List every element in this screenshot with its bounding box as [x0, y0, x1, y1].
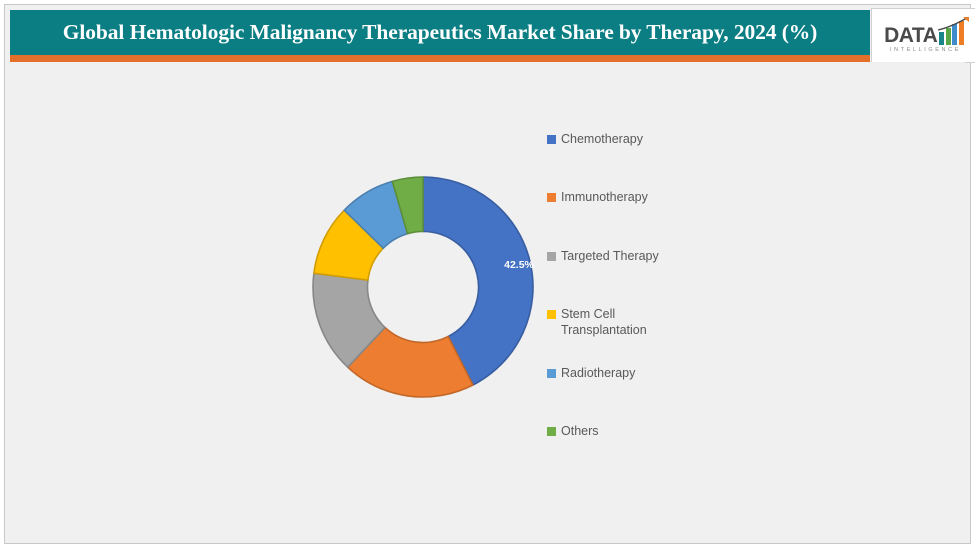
page-frame: Global Hematologic Malignancy Therapeuti…	[4, 4, 975, 544]
donut-slice[interactable]	[422, 176, 534, 386]
slice-data-label: 42.5%	[504, 259, 534, 271]
legend-label: Immunotherapy	[561, 190, 648, 205]
legend-swatch-icon	[547, 368, 556, 378]
legend-item-stem-cell-transplantation[interactable]: Stem Cell Transplantation	[547, 307, 757, 365]
legend-label: Others	[561, 423, 599, 438]
legend-swatch-icon	[547, 193, 556, 203]
legend-label: Chemotherapy	[561, 132, 643, 146]
bar-chart-icon	[938, 16, 970, 45]
header-underline-accent	[10, 55, 870, 62]
legend-swatch-icon	[547, 135, 556, 144]
header-bar: Global Hematologic Malignancy Therapeuti…	[10, 10, 870, 55]
donut-slice[interactable]	[391, 176, 424, 235]
logo-graphic: DATA	[884, 16, 970, 47]
legend-item-others[interactable]: Others	[547, 424, 757, 482]
legend-swatch-icon	[547, 310, 556, 320]
chart-legend: Chemotherapy Immunotherapy Targeted Ther…	[547, 132, 757, 482]
legend-label: Stem Cell Transplantation	[561, 307, 647, 337]
donut-chart: 42.5%	[303, 167, 543, 407]
donut-slice-group	[312, 176, 534, 398]
donut-slice[interactable]	[346, 326, 474, 398]
logo-wordmark: DATA	[884, 23, 938, 47]
legend-label: Targeted Therapy	[561, 248, 659, 263]
legend-item-chemotherapy[interactable]: Chemotherapy	[547, 132, 757, 190]
brand-logo: DATA INTELLIGENCE	[871, 8, 975, 63]
logo-subtitle: INTELLIGENCE	[890, 46, 961, 53]
legend-swatch-icon	[547, 426, 556, 436]
legend-item-immunotherapy[interactable]: Immunotherapy	[547, 190, 757, 248]
legend-swatch-icon	[547, 251, 556, 261]
legend-item-targeted-therapy[interactable]: Targeted Therapy	[547, 249, 757, 307]
chart-canvas: 42.5% Chemotherapy Immunotherapy Targete…	[10, 62, 965, 538]
legend-item-radiotherapy[interactable]: Radiotherapy	[547, 366, 757, 424]
donut-chart-svg: 42.5%	[312, 176, 535, 398]
page-title: Global Hematologic Malignancy Therapeuti…	[62, 20, 818, 44]
legend-label: Radiotherapy	[561, 365, 636, 380]
